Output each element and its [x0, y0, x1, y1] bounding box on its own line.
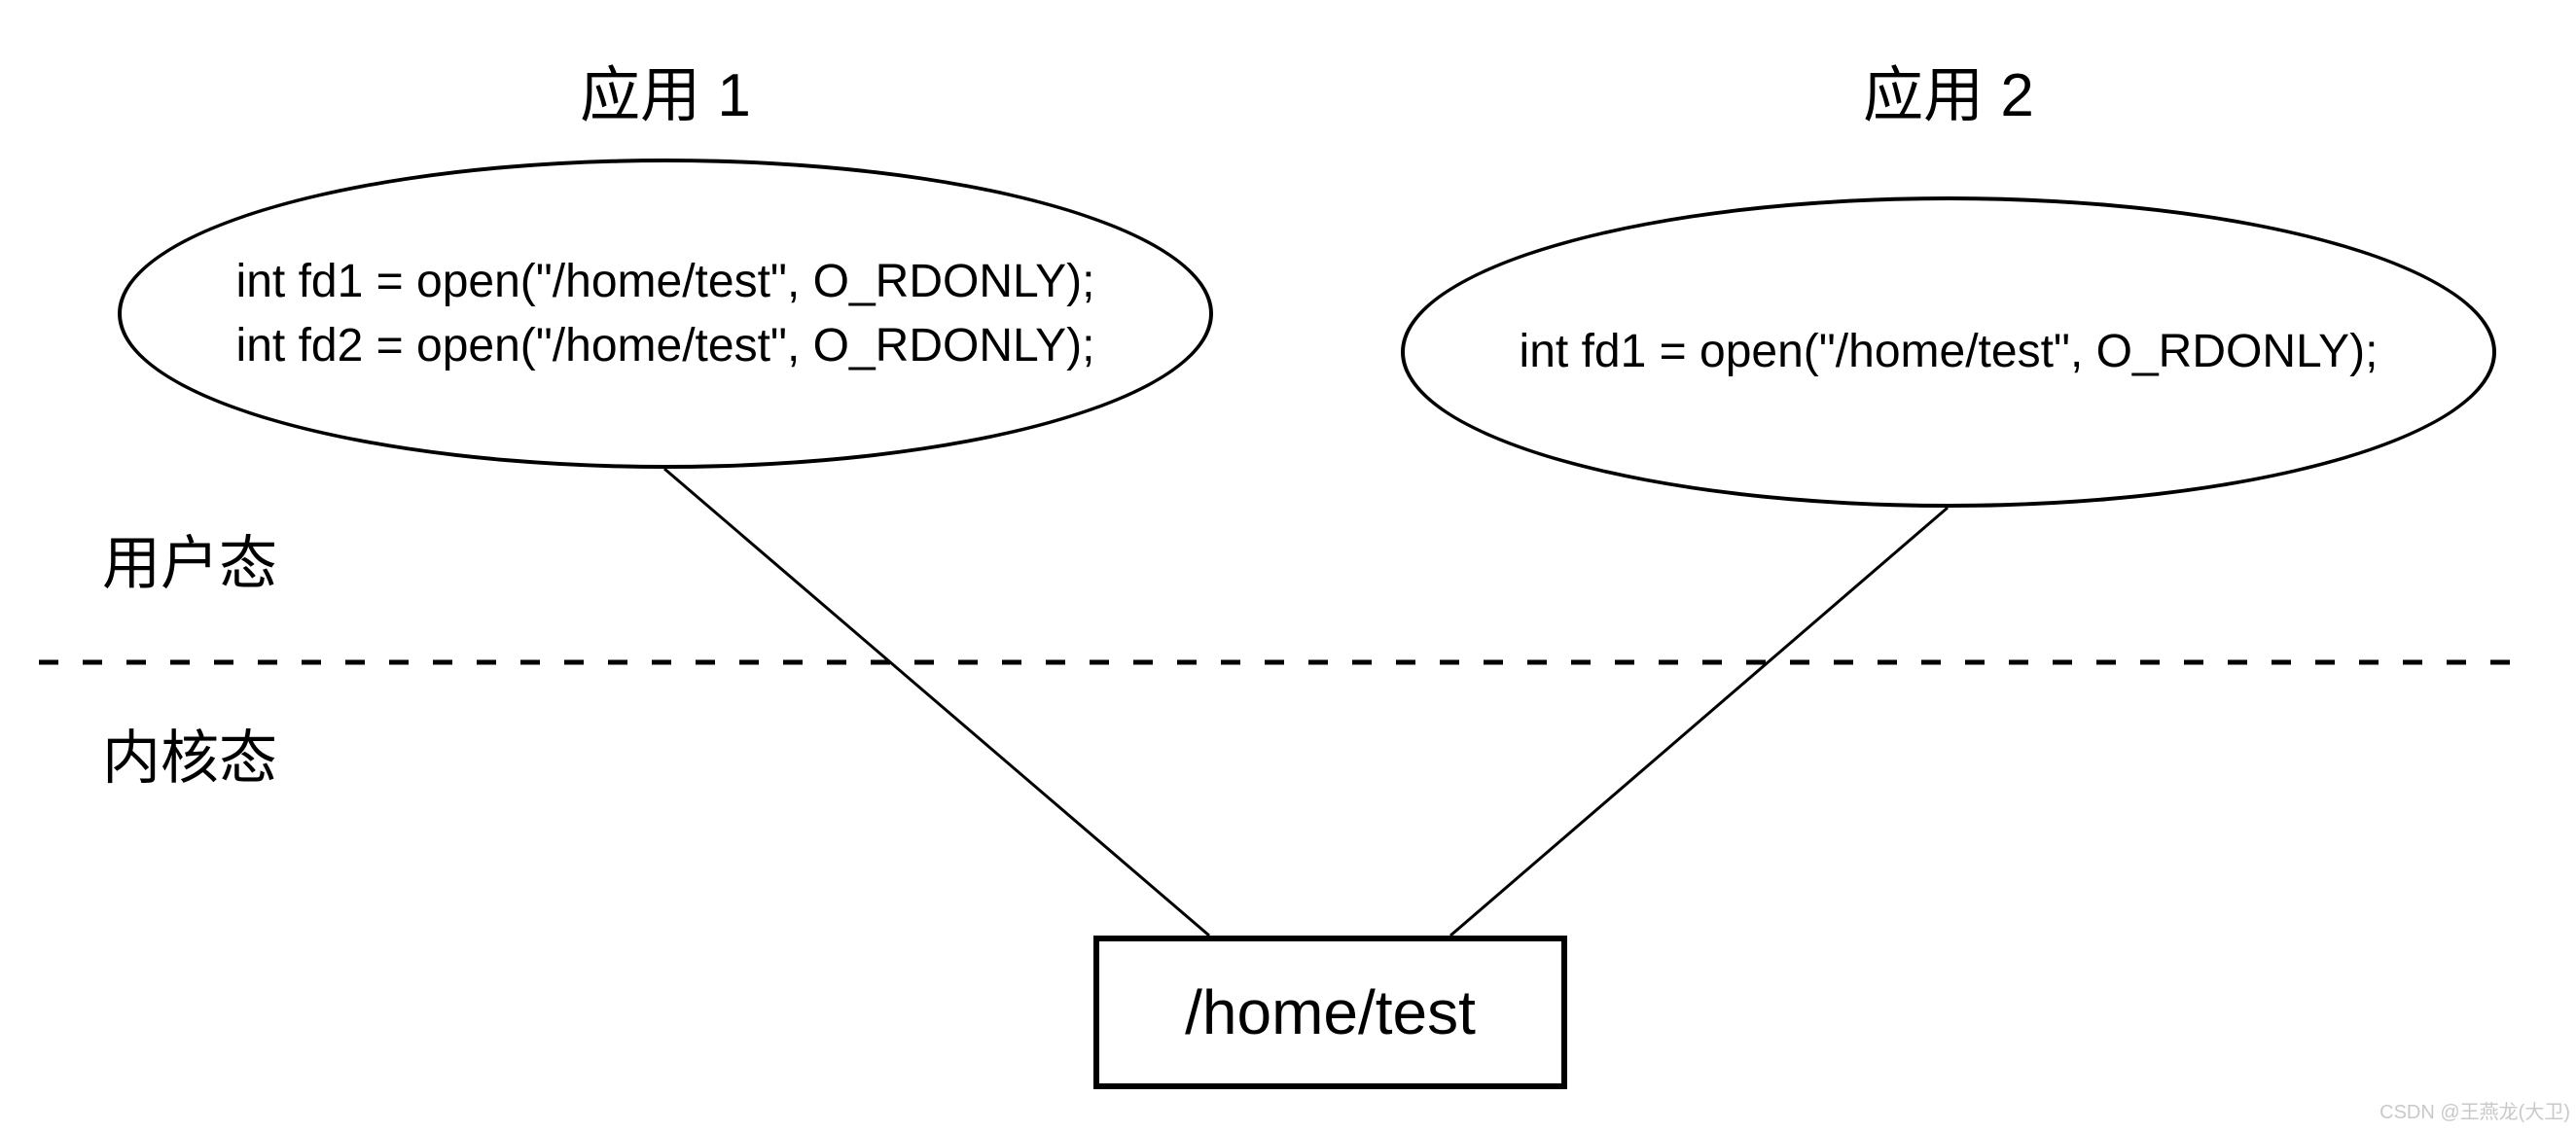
app2-to-file-line	[1449, 506, 1949, 937]
app2-ellipse: int fd1 = open("/home/test", O_RDONLY);	[1401, 196, 2496, 508]
app1-code-line-1: int fd1 = open("/home/test", O_RDONLY);	[235, 255, 1095, 307]
kernel-mode-label: 内核态	[102, 725, 277, 791]
app2-title: 应用 2	[1863, 62, 2034, 129]
file-node-box: /home/test	[1093, 936, 1567, 1089]
user-mode-label: 用户态	[102, 531, 277, 596]
file-node-label: /home/test	[1185, 977, 1476, 1047]
app2-code-line-1: int fd1 = open("/home/test", O_RDONLY);	[1519, 326, 2379, 377]
app1-title: 应用 1	[580, 62, 751, 129]
csdn-watermark: CSDN @王燕龙(大卫)	[2379, 1102, 2570, 1123]
app1-to-file-line	[663, 467, 1210, 937]
app1-code-line-2: int fd2 = open("/home/test", O_RDONLY);	[235, 319, 1095, 371]
app1-ellipse: int fd1 = open("/home/test", O_RDONLY); …	[118, 159, 1213, 469]
